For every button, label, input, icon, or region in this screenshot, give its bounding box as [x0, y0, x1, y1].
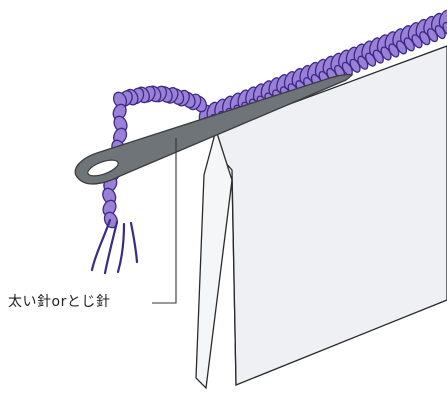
needle-callout-label: 太い針orとじ針 — [8, 294, 111, 310]
yarn-stitch — [438, 9, 447, 29]
yarn-tails — [90, 218, 139, 275]
fabric-front-panel — [195, 127, 233, 390]
fabric-fold-line — [231, 179, 237, 386]
yarn-stitch — [442, 21, 447, 37]
needle-icon — [74, 73, 354, 185]
callout-leader-line — [152, 138, 177, 304]
